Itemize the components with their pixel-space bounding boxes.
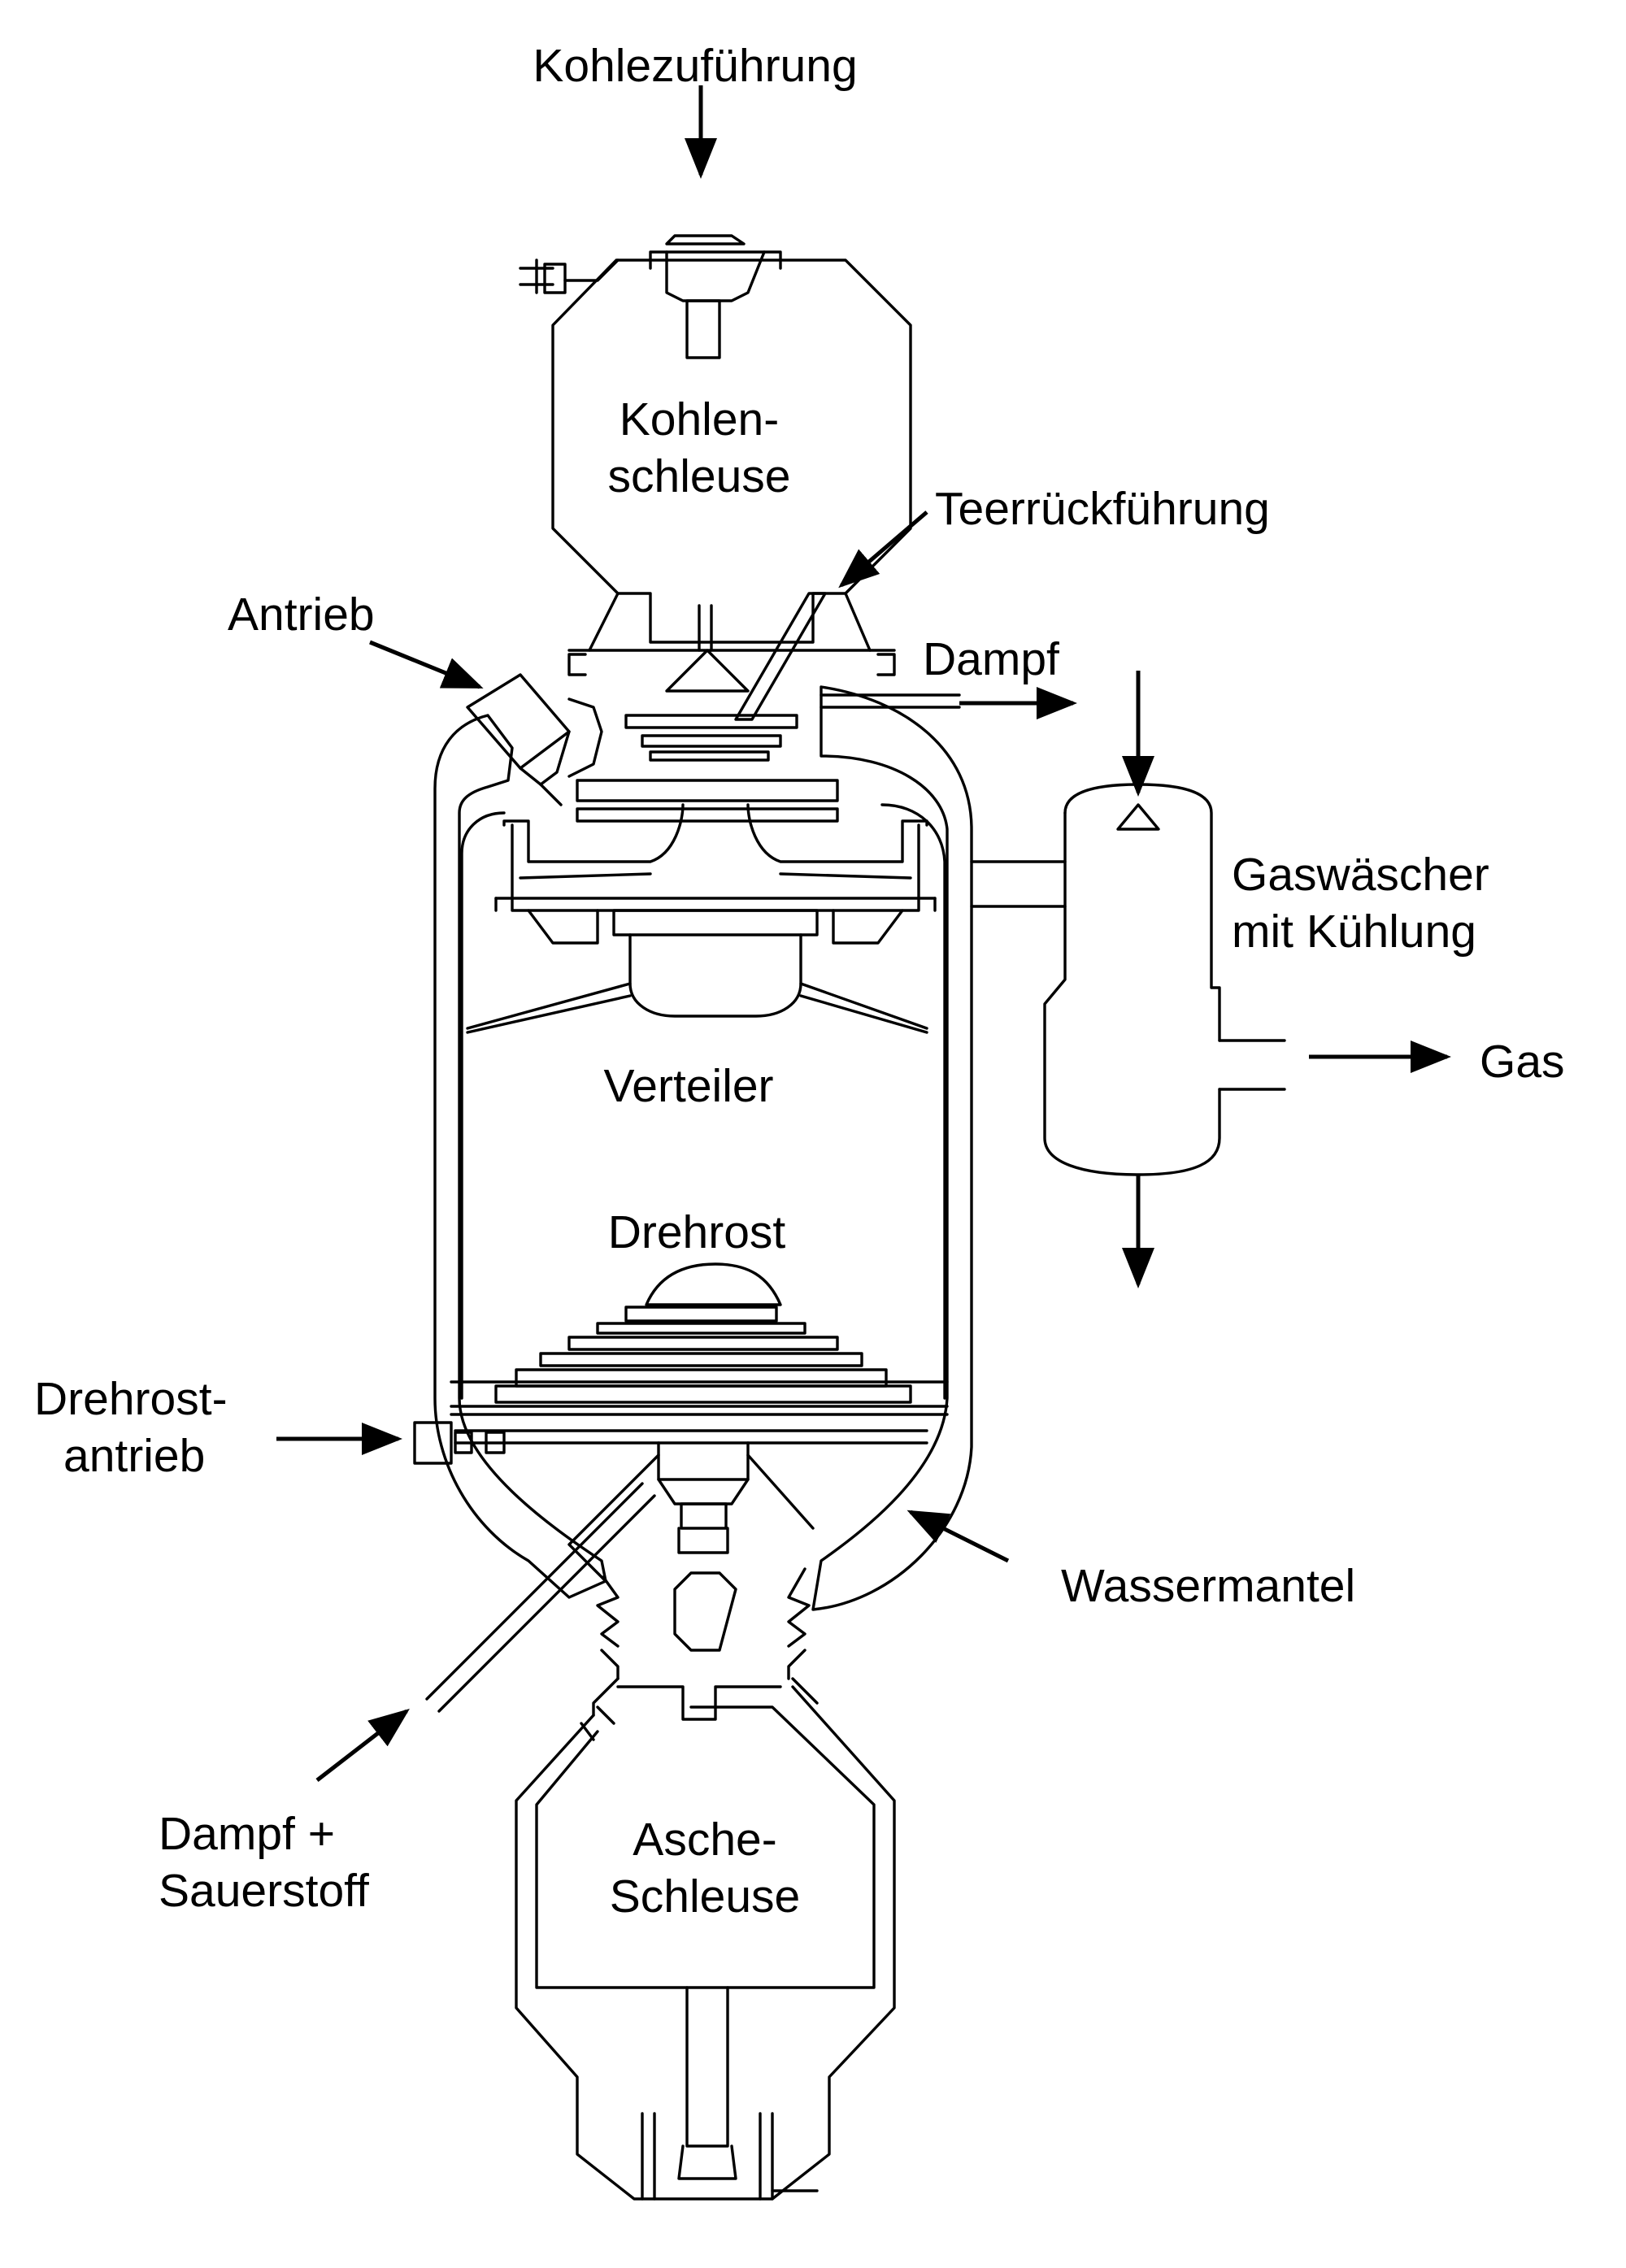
label-gas: Gas	[1480, 1036, 1565, 1088]
label-ash-lock-line2: Schleuse	[610, 1870, 801, 1923]
steam-outlet	[820, 693, 961, 709]
rotating-grate	[450, 1262, 949, 1445]
label-rotating-grate: Drehrost	[608, 1206, 786, 1258]
grate-drive	[413, 1421, 506, 1465]
tar-return-arrow	[838, 511, 928, 589]
lower-cone	[567, 1441, 815, 1680]
gas-scrubber	[970, 783, 1286, 1176]
water-jacket-arrow	[906, 1510, 1010, 1563]
steam-oxygen-pipe	[425, 1482, 656, 1713]
ash-lock-hopper	[515, 1677, 896, 2201]
label-drive: Antrieb	[228, 589, 375, 641]
distributor-internals	[466, 714, 937, 1034]
label-tar-return: Teerrückführung	[935, 483, 1270, 535]
label-steam-oxygen-line2: Sauerstoff	[159, 1865, 369, 1917]
label-coal-lock-line1: Kohlen-	[620, 393, 779, 445]
label-ash-lock-line1: Asche-	[633, 1814, 776, 1866]
label-grate-drive-line1: Drehrost-	[34, 1373, 228, 1425]
drive-unit	[466, 673, 603, 806]
label-scrubber-line2: mit Kühlung	[1232, 906, 1476, 958]
label-steam-oxygen-line1: Dampf +	[159, 1808, 335, 1860]
hopper-neck	[567, 592, 896, 693]
label-steam: Dampf	[923, 633, 1059, 685]
label-water-jacket: Wassermantel	[1061, 1560, 1355, 1612]
steam-oxygen-arrow	[315, 1708, 410, 1782]
label-distributor: Verteiler	[603, 1060, 773, 1112]
label-grate-drive-line2: antrieb	[63, 1430, 205, 1482]
coal-lock-hopper	[519, 234, 912, 644]
drive-arrow	[369, 640, 484, 689]
label-scrubber-line1: Gaswäscher	[1232, 849, 1489, 901]
tar-return-pipe	[734, 592, 827, 721]
water-jacket	[433, 685, 973, 1611]
label-coal-lock-line2: schleuse	[608, 450, 791, 502]
label-coal-feed: Kohlezuführung	[533, 40, 857, 92]
